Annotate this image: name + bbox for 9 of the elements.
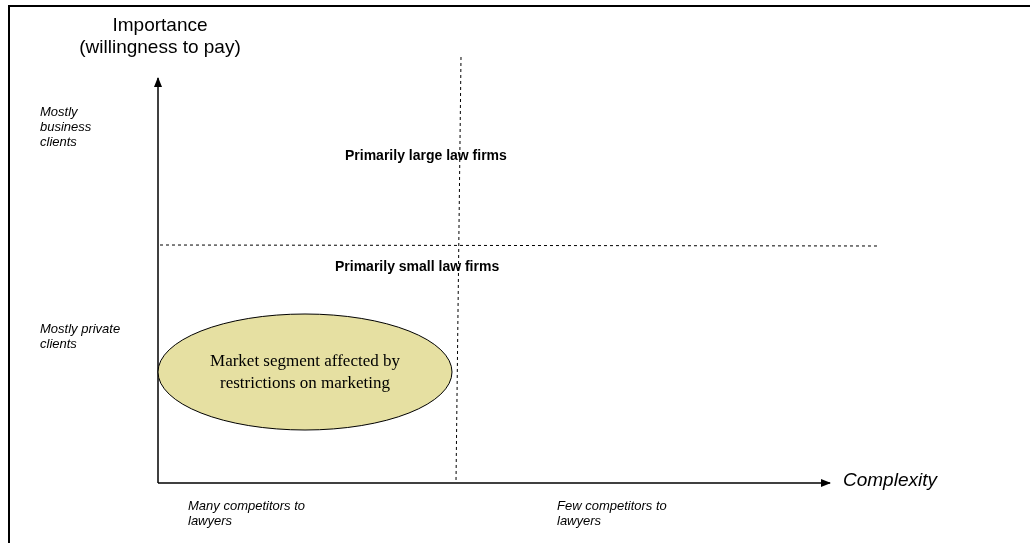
axis-label: Mostly business clients bbox=[40, 104, 93, 150]
axis-label: Complexity bbox=[843, 469, 939, 492]
axis-label: Mostly private clients bbox=[40, 321, 122, 352]
axis-label: Primarily small law firms bbox=[335, 258, 501, 275]
axis-label: Many competitors to lawyers bbox=[188, 498, 307, 529]
axis-label: Importance (willingness to pay) bbox=[78, 14, 242, 59]
axis-label: Primarily large law firms bbox=[345, 147, 508, 164]
axis-label: Few competitors to lawyers bbox=[557, 498, 668, 529]
ellipse-label: Market segment affected by restrictions on marketing bbox=[209, 349, 401, 394]
